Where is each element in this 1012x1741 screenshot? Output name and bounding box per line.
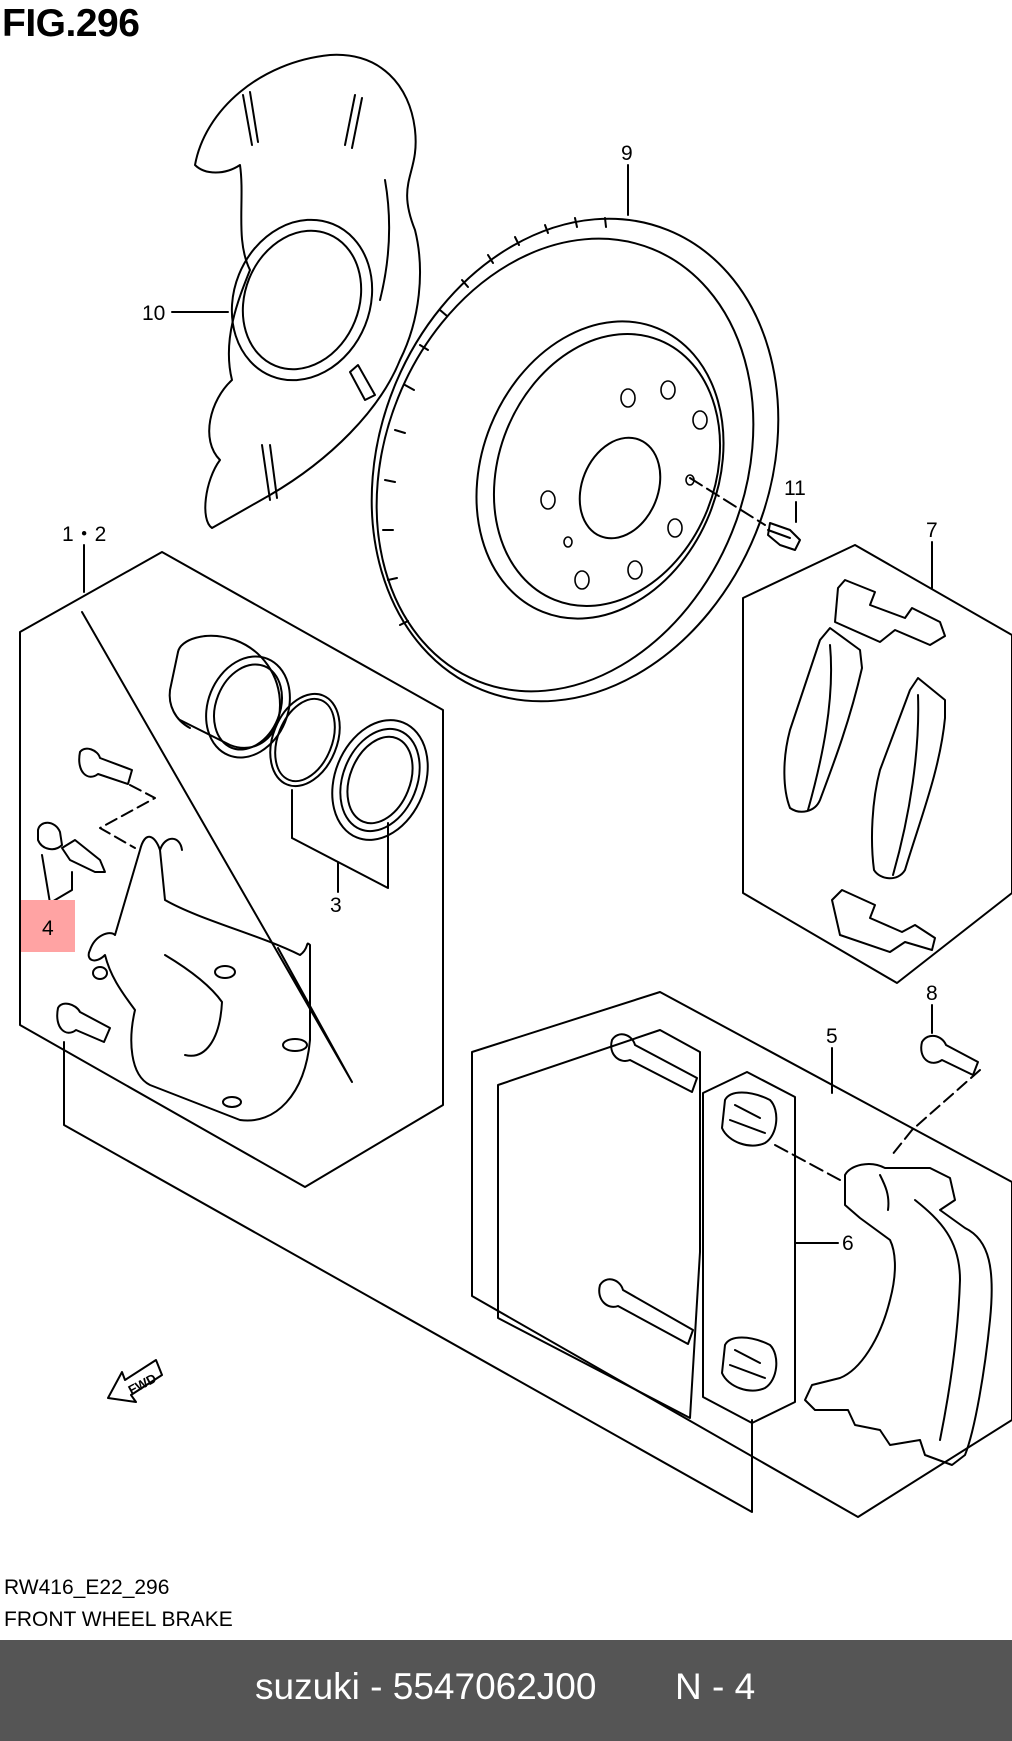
pad-shim-lower-part[interactable] xyxy=(831,889,936,953)
guide-pin-upper-part[interactable] xyxy=(610,1033,698,1093)
caliper-piston-part[interactable] xyxy=(168,635,305,770)
diagram-code: RW416_E22_296 xyxy=(4,1576,170,1599)
callout-4: 4 xyxy=(42,917,54,940)
brake-pad-frame xyxy=(742,544,1012,984)
brake-disc-part[interactable] xyxy=(301,157,848,763)
footer-bar: suzuki - 5547062J00 N - 4 xyxy=(0,1640,1012,1741)
pad-shim-upper-part[interactable] xyxy=(834,579,946,646)
caliper-carrier-frame xyxy=(471,991,1012,1518)
callout-8: 8 xyxy=(926,982,938,1005)
callout-7: 7 xyxy=(926,519,938,542)
boot-group-frame xyxy=(702,1071,796,1424)
fwd-label: FWD xyxy=(126,1370,159,1397)
callout-5: 5 xyxy=(826,1025,838,1048)
bolt-to-caliper-dashline xyxy=(99,784,156,849)
callout-6: 6 xyxy=(842,1232,854,1255)
dust-shield-part[interactable] xyxy=(194,53,421,529)
figure-title: FIG.296 xyxy=(2,2,140,45)
callout-3: 3 xyxy=(330,894,342,917)
footer-part-number: suzuki - 5547062J00 xyxy=(255,1666,597,1707)
inner-box-frame xyxy=(497,1029,701,1419)
caliper-bolt-lower-part[interactable] xyxy=(56,1002,111,1043)
leader-3 xyxy=(291,789,389,893)
callout-1-2: 1・2 xyxy=(62,523,106,546)
bleeder-screw-part[interactable] xyxy=(61,839,106,873)
brake-pad-right-part[interactable] xyxy=(871,677,946,880)
caliper-assembly-frame xyxy=(19,551,444,1188)
leader-4 xyxy=(41,854,73,904)
screw-centerline xyxy=(689,477,766,526)
bleeder-cap-part[interactable] xyxy=(37,821,63,851)
caliper-body-part[interactable] xyxy=(81,611,353,1122)
guide-boot-upper-part[interactable] xyxy=(721,1091,778,1147)
callout-11: 11 xyxy=(784,477,806,500)
piston-boot-part[interactable] xyxy=(315,706,445,855)
guide-boot-lower-part[interactable] xyxy=(721,1336,778,1392)
fwd-direction-arrow: FWD xyxy=(107,1359,163,1403)
caliper-bolt-upper-part[interactable] xyxy=(78,747,133,785)
pin-to-carrier-dashline xyxy=(774,1144,841,1181)
footer-page-ref: N - 4 xyxy=(675,1666,756,1707)
assembly-leader xyxy=(63,1041,753,1513)
disc-screw-part[interactable] xyxy=(767,522,801,551)
bolt-to-carrier-dashline xyxy=(891,1069,981,1156)
callout-10: 10 xyxy=(142,302,165,325)
caliper-carrier-part[interactable] xyxy=(804,1163,993,1466)
piston-seal-part[interactable] xyxy=(257,684,352,797)
guide-pin-lower-part[interactable] xyxy=(598,1278,694,1345)
highlight-box-4 xyxy=(21,900,75,952)
diagram-caption: FRONT WHEEL BRAKE xyxy=(4,1608,233,1631)
callout-9: 9 xyxy=(621,142,633,165)
carrier-bolt-part[interactable] xyxy=(920,1034,979,1076)
exploded-parts-diagram: 10 9 11 1・2 xyxy=(19,53,1012,1518)
brake-pad-left-part[interactable] xyxy=(783,627,863,813)
